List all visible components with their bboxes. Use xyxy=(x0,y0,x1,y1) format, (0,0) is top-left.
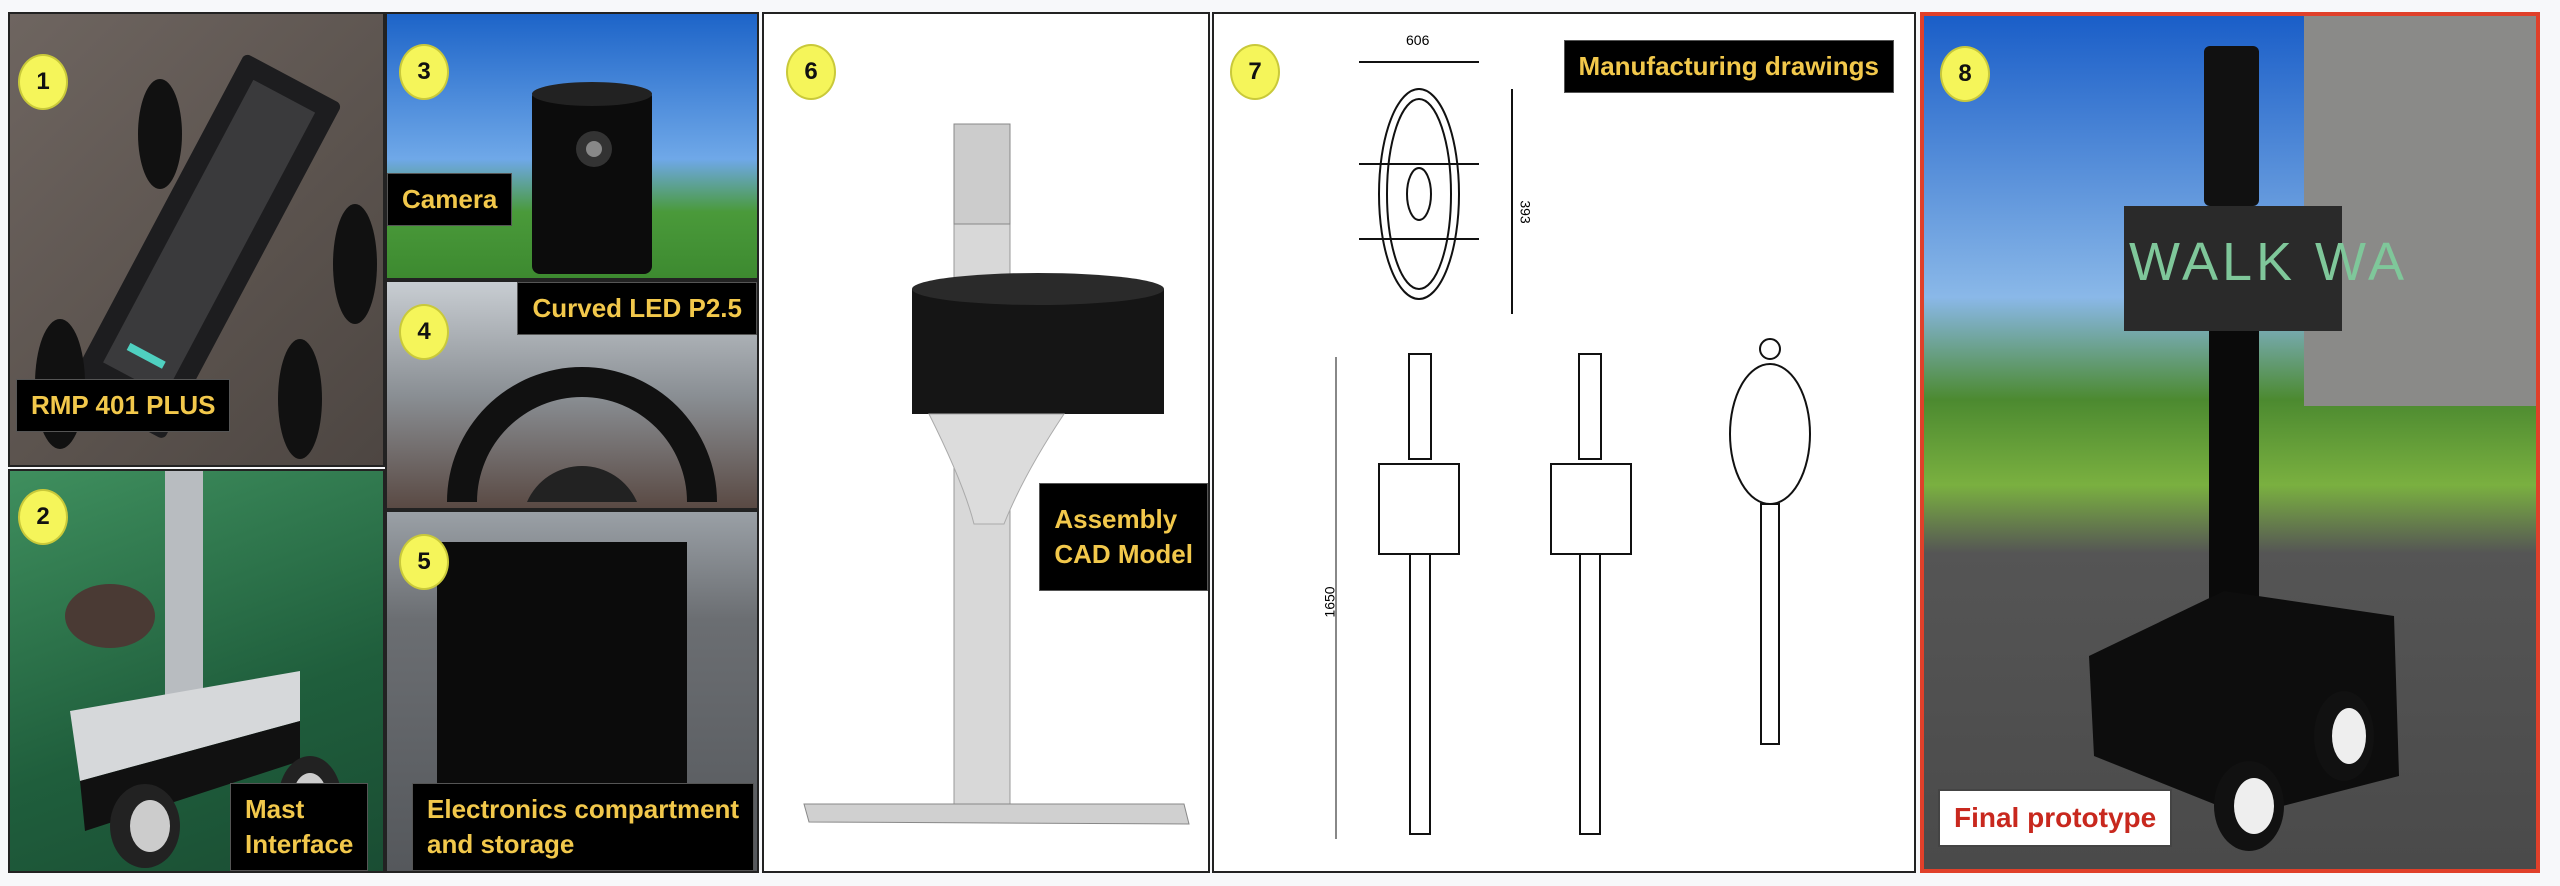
panel-number-badge: 4 xyxy=(399,304,449,360)
label-line: and storage xyxy=(427,828,575,859)
panel-label: Manufacturing drawings xyxy=(1563,40,1894,94)
label-line: Mast xyxy=(245,793,305,824)
panel-label: Final prototype xyxy=(1938,789,2173,847)
panel-number-badge: 3 xyxy=(399,44,449,100)
panel-number-badge: 7 xyxy=(1230,44,1280,100)
panel-manufacturing-drawings: 606 393 1650 7 Manufacturing drawings xyxy=(1212,12,1916,873)
panel-electronics: 5 Electronics compartment and storage xyxy=(385,510,759,873)
panel-number-badge: 5 xyxy=(399,534,449,590)
panel-cad-model: 6 Assembly CAD Model xyxy=(762,12,1210,873)
panel-camera: 3 Camera xyxy=(385,12,759,280)
label-line: Assembly xyxy=(1054,503,1178,534)
label-line: Electronics compartment xyxy=(427,793,740,824)
curved-led-photo xyxy=(447,367,717,502)
panel-label: Assembly CAD Model xyxy=(1039,482,1208,591)
dimension-width: 606 xyxy=(1406,32,1430,48)
panel-label: RMP 401 PLUS xyxy=(16,378,231,432)
panel-label: Mast Interface xyxy=(230,782,369,871)
panel-number-badge: 6 xyxy=(786,44,836,100)
camera-photo xyxy=(532,82,652,274)
panel-label: Curved LED P2.5 xyxy=(517,282,757,336)
panel-number-badge: 8 xyxy=(1940,46,1990,102)
technical-drawing xyxy=(1335,61,1811,839)
panel-label: Electronics compartment and storage xyxy=(412,782,755,871)
label-line: CAD Model xyxy=(1054,538,1193,569)
panel-mast-interface: 2 Mast Interface xyxy=(8,469,385,873)
panel-number-badge: 1 xyxy=(18,54,68,110)
robot-base-photo xyxy=(35,54,377,459)
dimension-height: 1650 xyxy=(1321,586,1338,618)
dimension-depth: 393 xyxy=(1517,200,1534,224)
label-line: Interface xyxy=(245,828,354,859)
prototype-photo xyxy=(2089,16,2536,851)
panel-label: Camera xyxy=(387,172,513,226)
panel-number-badge: 2 xyxy=(18,489,68,545)
panel-curved-led: 4 Curved LED P2.5 xyxy=(385,280,759,510)
panel-final-prototype: WALK WA 8 Final prototype xyxy=(1920,12,2540,873)
cad-model-render xyxy=(803,123,1190,825)
panel-rmp-base: 1 RMP 401 PLUS xyxy=(8,12,385,467)
led-display-text: WALK WA xyxy=(2129,232,2409,292)
